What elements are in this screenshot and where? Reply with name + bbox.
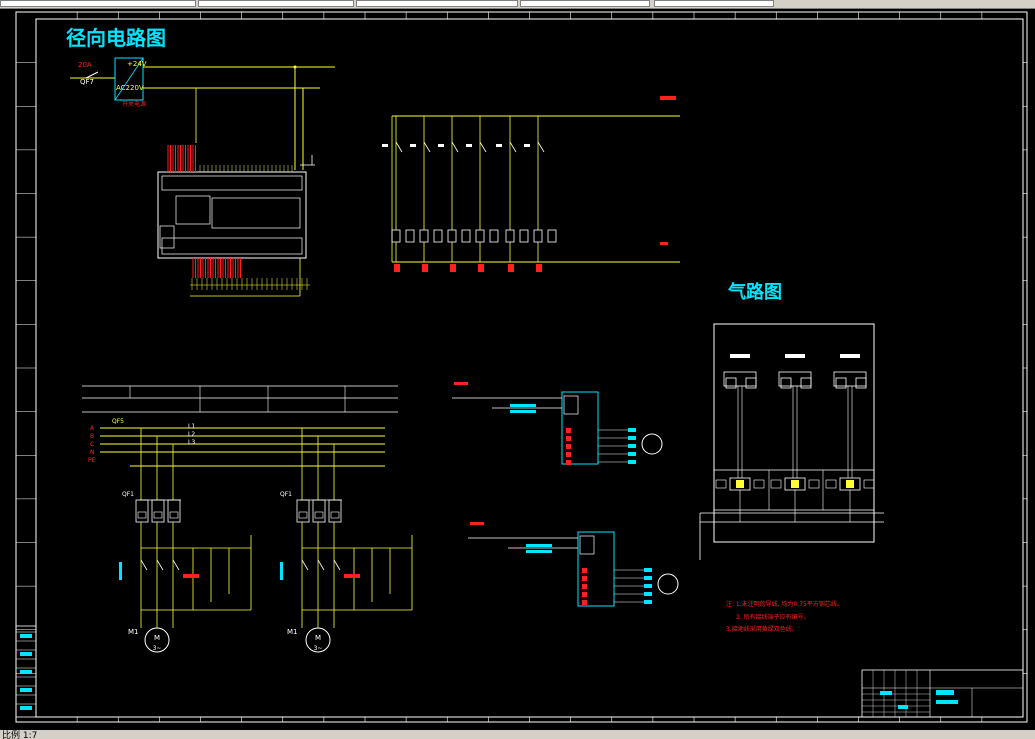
terminal-n: N xyxy=(90,449,95,456)
motor-tag: M1 xyxy=(128,628,139,636)
note-line-2: 2. 所有接线端子应有编号。 xyxy=(736,613,810,621)
toolbar-field[interactable] xyxy=(198,0,354,7)
note-line-3: 3.接地线采用黄绿双色线。 xyxy=(726,625,798,633)
psu-box xyxy=(114,57,144,101)
motor-circuit xyxy=(280,428,413,653)
drive-module xyxy=(452,382,663,465)
revision-block xyxy=(15,625,37,718)
three-phase-bus: QF5 L1 L2 L3 A B C N PE xyxy=(88,418,385,467)
motor-circuit xyxy=(119,428,252,653)
outer-frame xyxy=(15,11,1028,723)
toolbar-field[interactable] xyxy=(520,0,650,7)
pneumatic-title: 气路图 xyxy=(727,281,782,303)
motor-phase-label: 3~ xyxy=(153,645,162,652)
scale-readout: 比例 1:7 xyxy=(2,731,38,739)
psu-output-label: +24V xyxy=(127,60,147,68)
plc-controller xyxy=(157,145,310,297)
note-line-1: 注: 1.未注明的导线, 均为0.75平方铜芯线。 xyxy=(726,600,843,608)
pneumatic-diagram xyxy=(699,323,884,560)
relay-ladder xyxy=(382,96,680,272)
motor-header-table xyxy=(82,385,398,413)
motor-symbol-label: M xyxy=(154,634,160,642)
toolbar xyxy=(0,0,1035,9)
circuit-title: 径向电路图 xyxy=(66,26,166,50)
toolbar-field[interactable] xyxy=(654,0,774,7)
terminal-b: B xyxy=(90,433,94,440)
toolbar-field[interactable] xyxy=(0,0,196,7)
drive-module xyxy=(468,522,679,607)
power-supply-block: 20A QF7 +24V AC220V 开关电源 xyxy=(70,57,335,170)
motor-breaker-tag: QF1 xyxy=(280,491,292,498)
inner-frame xyxy=(35,18,1024,718)
phase-label-l1: L1 xyxy=(188,423,195,430)
motor-breaker-tag: QF1 xyxy=(122,491,134,498)
main-breaker-tag: QF5 xyxy=(112,418,124,425)
psu-device-label: 开关电源 xyxy=(122,100,146,108)
phase-label-l2: L2 xyxy=(188,431,195,438)
motor-phase-label: 3~ xyxy=(314,645,323,652)
frame-grid-ticks xyxy=(16,12,1027,722)
terminal-a: A xyxy=(90,425,95,432)
psu-breaker-rating: 20A xyxy=(78,61,92,69)
title-block xyxy=(861,669,1024,718)
status-bar: 比例 1:7 xyxy=(0,730,1035,739)
psu-breaker-tag: QF7 xyxy=(80,78,94,86)
terminal-c: C xyxy=(90,441,94,448)
phase-label-l3: L3 xyxy=(188,439,195,446)
motor-tag: M1 xyxy=(287,628,298,636)
psu-input-label: AC220V xyxy=(116,84,144,92)
terminal-pe: PE xyxy=(88,457,96,464)
motor-symbol-label: M xyxy=(315,634,321,642)
toolbar-field[interactable] xyxy=(356,0,518,7)
